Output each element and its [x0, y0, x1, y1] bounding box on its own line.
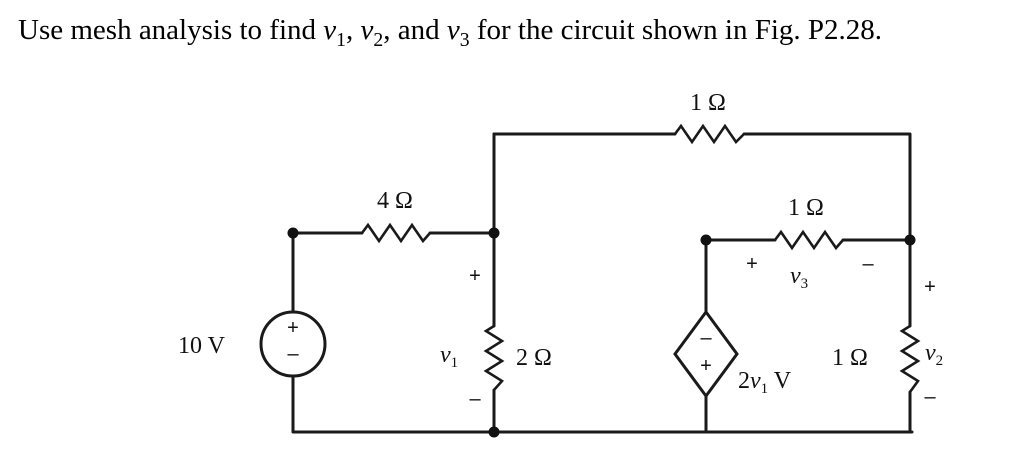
resistor-4-ohm — [360, 222, 431, 244]
resistor-4-ohm-label: 4 Ω — [377, 188, 413, 214]
v1-label: v1 — [440, 342, 458, 371]
dependent-voltage-source: – + — [673, 309, 739, 399]
v1-minus-sign: – — [469, 388, 481, 410]
node-dot — [488, 426, 500, 438]
v3-label: v3 — [790, 263, 808, 292]
resistor-2-ohm-label: 2 Ω — [516, 345, 552, 371]
node-dot — [904, 234, 916, 246]
v3-minus-sign: – — [862, 253, 874, 275]
v1-plus-sign: + — [469, 265, 481, 287]
node-dot — [488, 227, 500, 239]
problem-text-part: Use mesh analysis to find — [18, 14, 324, 46]
dep-source-plus-sign: + — [700, 355, 712, 377]
problem-text-part: , and — [383, 14, 447, 46]
node-dot — [287, 227, 299, 239]
problem-statement: Use mesh analysis to find v1, v2, and v3… — [18, 14, 882, 52]
resistor-1-ohm-middle-label: 1 Ω — [788, 195, 824, 221]
v2-label: v2 — [925, 340, 943, 369]
problem-text-part: for the circuit shown in Fig. P2.28. — [469, 14, 883, 46]
var-v3: v3 — [446, 14, 470, 51]
resistor-1-ohm-middle — [773, 229, 844, 251]
v2-plus-sign: + — [924, 276, 936, 298]
resistor-1-ohm-right-label: 1 Ω — [832, 345, 868, 371]
resistor-1-ohm-right — [899, 324, 921, 393]
source-label: 10 V — [178, 333, 226, 359]
circuit-wires — [291, 132, 914, 434]
v2-minus-sign: – — [924, 386, 936, 408]
var-v1: v1 — [323, 14, 346, 51]
voltage-source-10v: + – — [259, 310, 327, 378]
var-v2: v2 — [360, 14, 384, 51]
resistor-2-ohm — [483, 324, 505, 391]
node-dot — [700, 234, 712, 246]
problem-text-part: , — [346, 14, 361, 46]
resistor-1-ohm-top — [673, 123, 745, 145]
source-plus-sign: + — [287, 317, 299, 339]
resistor-1-ohm-top-label: 1 Ω — [690, 90, 726, 116]
dependent-source-label: 2v1 V — [738, 368, 792, 397]
dep-source-minus-sign: – — [700, 327, 712, 349]
source-minus-sign: – — [287, 343, 299, 365]
circuit-nodes — [287, 227, 916, 438]
v3-plus-sign: + — [746, 253, 758, 275]
